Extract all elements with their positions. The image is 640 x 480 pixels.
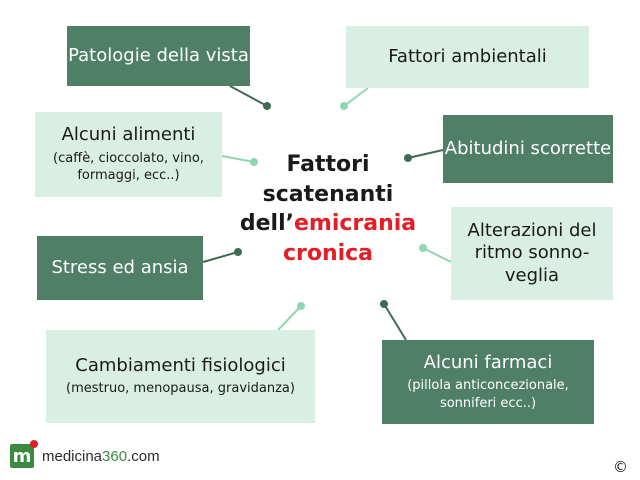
box-alcuni-alimenti: Alcuni alimenti (caffè, cioccolato, vino…: [35, 112, 222, 197]
center-title-line3: dell’emicrania: [228, 209, 428, 239]
box-title: Alcuni alimenti: [61, 124, 196, 146]
brand-suffix: .com: [127, 447, 160, 465]
box-title: Fattori ambientali: [388, 45, 547, 67]
box-alterazioni-ritmo: Alterazioni del ritmo sonno-veglia: [451, 207, 613, 300]
box-title: Alterazioni del ritmo sonno-veglia: [467, 219, 597, 286]
connector-dot-patologie: [263, 102, 271, 110]
center-title-prefix: dell’: [239, 211, 294, 237]
connector-dot-alimenti: [250, 158, 258, 166]
center-title-highlight-cronica: cronica: [282, 241, 374, 267]
brand-name: medicina360.com: [42, 448, 160, 465]
connector-dot-cambiamenti: [297, 302, 305, 310]
box-alcuni-farmaci: Alcuni farmaci (pillola anticoncezionale…: [382, 340, 594, 424]
connector-alterazioni: [422, 247, 452, 263]
center-title-line2: scatenanti: [262, 181, 394, 207]
box-stress-ansia: Stress ed ansia: [37, 236, 203, 300]
brand-logo[interactable]: m medicina360.com: [10, 440, 160, 468]
connector-dot-stress: [234, 248, 242, 256]
box-subtitle: (pillola anticoncezionale, sonniferi ecc…: [407, 378, 569, 411]
box-title: Cambiamenti fisiologici: [75, 354, 286, 376]
center-title-highlight-emicrania: emicrania: [293, 211, 417, 237]
center-title-line1: Fattori: [286, 152, 370, 177]
box-title: Stress ed ansia: [51, 256, 189, 278]
brand-name-text: medicina: [42, 447, 103, 465]
brand-number: 360: [102, 447, 128, 465]
center-title: Fattori scatenanti dell’emicrania cronic…: [228, 150, 428, 269]
box-cambiamenti-fisiologici: Cambiamenti fisiologici (mestruo, menopa…: [46, 330, 315, 423]
box-subtitle: (caffè, cioccolato, vino, formaggi, ecc.…: [53, 150, 204, 184]
box-patologie-vista: Patologie della vista: [67, 26, 250, 86]
box-fattori-ambientali: Fattori ambientali: [346, 26, 589, 88]
connector-ambientali: [343, 87, 369, 107]
connector-abitudini: [407, 149, 444, 159]
box-subtitle: (mestruo, menopausa, gravidanza): [66, 381, 295, 397]
copyright-symbol: ©: [613, 458, 628, 476]
connector-patologie: [229, 85, 268, 107]
connector-cambiamenti: [277, 305, 302, 331]
box-abitudini-scorrette: Abitudini scorrette: [443, 115, 613, 183]
logo-letter: m: [12, 445, 32, 467]
connector-dot-ambientali: [340, 102, 348, 110]
box-title: Abitudini scorrette: [444, 137, 612, 159]
connector-dot-alterazioni: [419, 244, 427, 252]
connector-stress: [202, 251, 239, 263]
box-title: Patologie della vista: [68, 44, 249, 66]
logo-mark-icon: m: [10, 440, 38, 468]
connector-dot-abitudini: [404, 154, 412, 162]
box-title: Alcuni farmaci: [423, 351, 553, 373]
connector-alimenti: [221, 155, 255, 163]
connector-farmaci: [383, 303, 407, 341]
logo-dot: [30, 440, 38, 448]
connector-dot-farmaci: [380, 300, 388, 308]
